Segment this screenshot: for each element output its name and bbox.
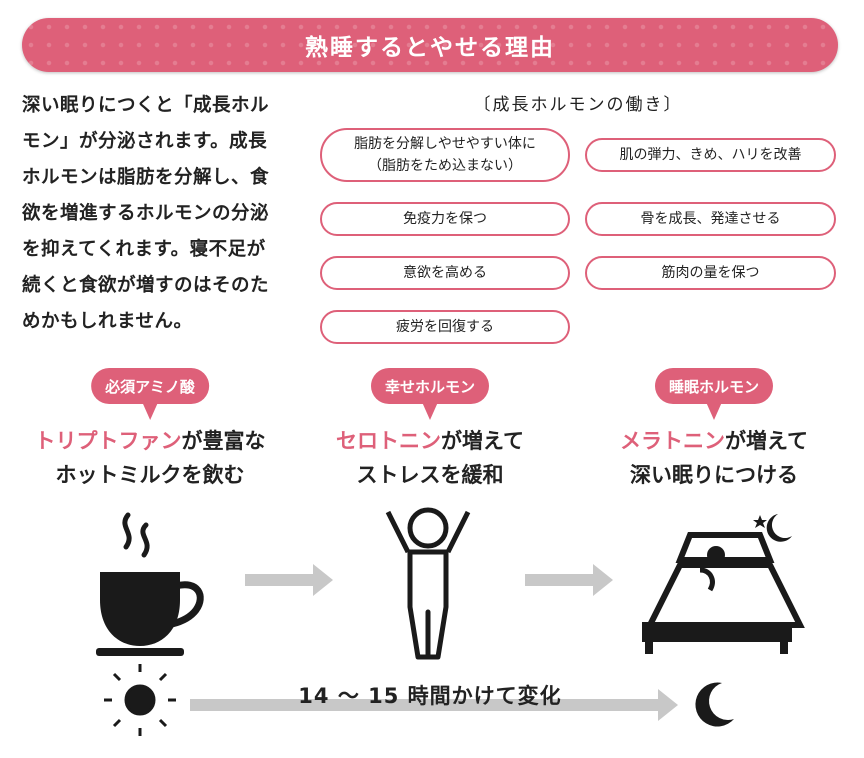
step-caption-serotonin: セロトニンが増えてストレスを緩和: [290, 424, 570, 492]
highlight-text: メラトニン: [620, 429, 726, 453]
arrow-right-icon: [525, 564, 613, 596]
timeline-arrow: [190, 689, 678, 721]
bed-icon: [642, 514, 805, 654]
effect-pill-fat: 脂肪を分解しやせやすい体に （脂肪をため込まない）: [320, 128, 570, 182]
growth-hormone-title: 〔成長ホルモンの働き〕: [473, 95, 683, 115]
caption-text: ホットミルクを飲む: [55, 463, 245, 487]
effect-label: 意欲を高める: [403, 265, 487, 281]
intro-text: 深い眠りにつくと「成長ホルモン」が分泌されます。成長ホルモンは脂肪を分解し、食欲…: [22, 95, 270, 332]
caption-text: ストレスを緩和: [356, 463, 504, 487]
person-stretching-icon: [385, 507, 471, 660]
caption-text: が増えて: [441, 429, 524, 453]
caption-text: が増えて: [725, 429, 808, 453]
badge-happy-hormone: 幸せホルモン: [370, 368, 490, 420]
moon-icon: [695, 682, 734, 727]
coffee-cup-icon: [96, 512, 204, 656]
effect-pill-immunity: 免疫力を保つ: [320, 202, 570, 236]
step-caption-melatonin: メラトニンが増えて深い眠りにつける: [574, 424, 854, 492]
sun-icon: [104, 664, 176, 736]
effect-label: 筋肉の量を保つ: [661, 265, 760, 281]
caption-text: が豊富な: [181, 429, 266, 453]
effect-sublabel: （脂肪をため込まない）: [368, 158, 522, 174]
effect-label: 疲労を回復する: [396, 319, 494, 335]
effect-label: 肌の弾力、きめ、ハリを改善: [619, 147, 802, 163]
effect-pill-bone: 骨を成長、発達させる: [585, 202, 836, 236]
effect-label: 免疫力を保つ: [403, 211, 487, 227]
badge-sleep-hormone: 睡眠ホルモン: [654, 368, 774, 420]
page-title: 熟睡するとやせる理由: [305, 35, 555, 61]
highlight-text: セロトニン: [336, 429, 442, 453]
effect-label: 骨を成長、発達させる: [640, 211, 781, 227]
effect-pill-skin: 肌の弾力、きめ、ハリを改善: [585, 138, 836, 172]
highlight-text: トリプトファン: [34, 429, 182, 453]
arrow-right-icon: [245, 564, 333, 596]
illustrations: [96, 507, 805, 736]
effect-label: 脂肪を分解しやせやすい体に: [354, 136, 536, 152]
title-banner: 熟睡するとやせる理由: [22, 18, 838, 72]
badge-amino-acid: 必須アミノ酸: [91, 368, 209, 420]
timeline-label: 14 ～ 15 時間かけて変化: [298, 684, 562, 708]
step-caption-milk: トリプトファンが豊富なホットミルクを飲む: [10, 424, 290, 492]
caption-text: 深い眠りにつける: [630, 463, 798, 487]
effect-pill-fatigue: 疲労を回復する: [320, 310, 570, 344]
effect-pill-muscle: 筋肉の量を保つ: [585, 256, 836, 290]
effect-pill-motivation: 意欲を高める: [320, 256, 570, 290]
